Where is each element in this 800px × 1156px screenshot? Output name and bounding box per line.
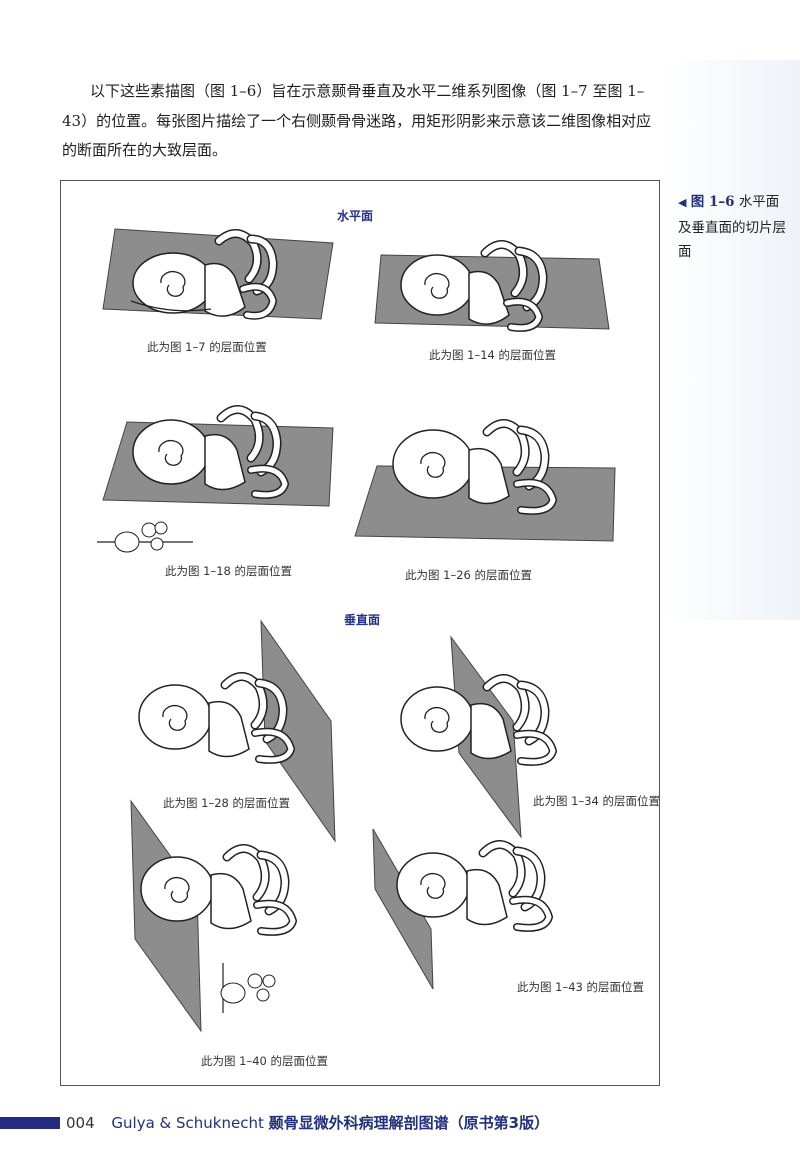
orientation-thumbnail-horizontal bbox=[97, 521, 193, 553]
figure-caption: ◀ 图 1–6 水平面及垂直面的切片层面 bbox=[678, 190, 790, 265]
orientation-thumbnail-vertical bbox=[220, 963, 276, 1013]
labyrinth-sketch-horizontal-1 bbox=[102, 228, 334, 320]
caption-text: 水平面及垂直面的切片层面 bbox=[678, 194, 786, 260]
margin-tint bbox=[663, 60, 800, 620]
panel-label-5: 此为图 1–28 的层面位置 bbox=[163, 796, 291, 810]
panel-label-1: 此为图 1–7 的层面位置 bbox=[147, 340, 267, 354]
labyrinth-sketch-vertical-3 bbox=[130, 799, 298, 1033]
figure-frame: 水平面 垂直面 此为图 1–7 的层面位置 此为图 1–14 的层面位置 bbox=[60, 180, 660, 1086]
panel-label-3: 此为图 1–18 的层面位置 bbox=[165, 564, 293, 578]
panel-label-2: 此为图 1–14 的层面位置 bbox=[429, 348, 557, 362]
page-number: 004 bbox=[66, 1114, 95, 1132]
panel-label-8: 此为图 1–43 的层面位置 bbox=[517, 980, 645, 994]
footer-author: Gulya & Schuknecht bbox=[111, 1114, 264, 1132]
intro-paragraph: 以下这些素描图（图 1–6）旨在示意颞骨垂直及水平二维系列图像（图 1–7 至图… bbox=[62, 82, 652, 159]
labyrinth-sketch-horizontal-2 bbox=[374, 240, 610, 332]
caption-figure-number: 图 1–6 bbox=[690, 194, 735, 210]
labyrinth-sketch-vertical-4 bbox=[372, 828, 554, 990]
caption-arrow-icon: ◀ bbox=[678, 196, 687, 209]
labyrinth-sketch-horizontal-4 bbox=[354, 419, 616, 542]
section-heading-vertical: 垂直面 bbox=[344, 613, 381, 627]
labyrinth-sketch-horizontal-3 bbox=[102, 405, 334, 507]
labyrinth-sketch-vertical-2 bbox=[400, 635, 558, 839]
running-footer: 004 Gulya & Schuknecht 颞骨显微外科病理解剖图谱（原书第3… bbox=[66, 1112, 549, 1133]
panel-label-7: 此为图 1–40 的层面位置 bbox=[201, 1054, 329, 1068]
panel-label-4: 此为图 1–26 的层面位置 bbox=[405, 568, 533, 582]
panel-label-6: 此为图 1–34 的层面位置 bbox=[533, 794, 661, 808]
section-heading-horizontal: 水平面 bbox=[337, 209, 374, 223]
footer-color-bar bbox=[0, 1117, 60, 1129]
footer-book-title: 颞骨显微外科病理解剖图谱（原书第3版） bbox=[268, 1114, 550, 1132]
labyrinth-sketch-vertical-1 bbox=[138, 619, 336, 843]
